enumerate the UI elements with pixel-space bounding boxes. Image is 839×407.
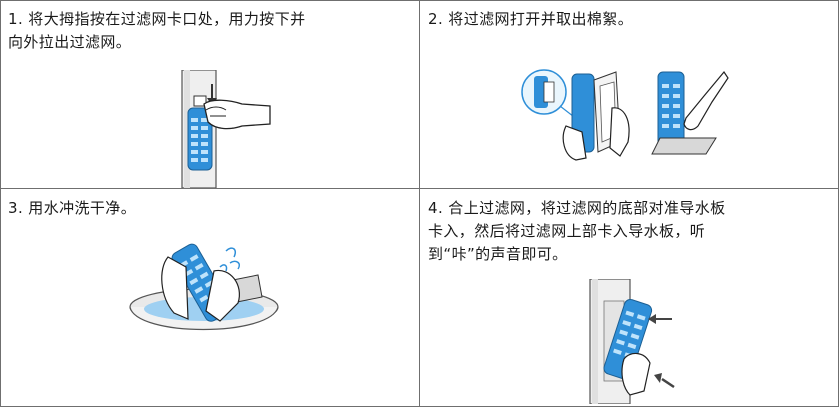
step-1-text: 1. 将大拇指按在过滤网卡口处，用力按下并 向外拉出过滤网。	[8, 8, 348, 54]
step-2-description: 将过滤网打开并取出棉絮。	[448, 10, 634, 28]
step-1-panel: 1. 将大拇指按在过滤网卡口处，用力按下并 向外拉出过滤网。	[0, 0, 419, 188]
reinsert-filter-illustration	[570, 279, 690, 404]
step-4-panel: 4. 合上过滤网，将过滤网的底部对准导水板 卡入，然后将过滤网上部卡入导水板，听…	[420, 189, 839, 407]
step-2-number: 2.	[428, 10, 444, 28]
step-4-text: 4. 合上过滤网，将过滤网的底部对准导水板 卡入，然后将过滤网上部卡入导水板，听…	[428, 197, 808, 266]
rinse-filter-in-basin-illustration	[120, 237, 290, 347]
step-4-description: 合上过滤网，将过滤网的底部对准导水板 卡入，然后将过滤网上部卡入导水板，听 到“…	[428, 199, 726, 263]
step-3-description: 用水冲洗干净。	[28, 199, 137, 217]
grid-divider-vertical	[419, 0, 420, 407]
grid-divider-horizontal	[0, 188, 839, 189]
step-3-panel: 3. 用水冲洗干净。	[0, 189, 419, 407]
open-filter-remove-lint-illustration	[520, 62, 740, 162]
step-2-panel: 2. 将过滤网打开并取出棉絮。	[420, 0, 839, 188]
step-2-text: 2. 将过滤网打开并取出棉絮。	[428, 8, 633, 31]
press-and-pull-filter-illustration	[160, 70, 280, 188]
step-3-number: 3.	[8, 199, 24, 217]
step-3-text: 3. 用水冲洗干净。	[8, 197, 136, 220]
step-1-number: 1.	[8, 10, 24, 28]
step-1-description: 将大拇指按在过滤网卡口处，用力按下并 向外拉出过滤网。	[8, 10, 306, 51]
step-4-number: 4.	[428, 199, 444, 217]
